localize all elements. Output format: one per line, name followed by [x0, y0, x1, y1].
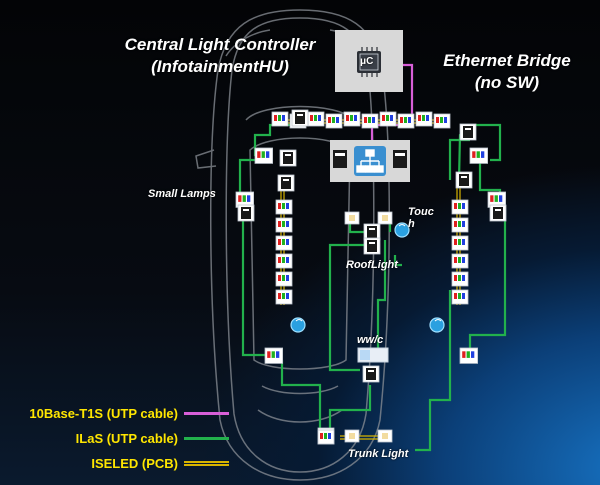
ilas-controller-node: [459, 123, 477, 141]
rgb-led-node: [325, 113, 343, 129]
controller-label: Central Light Controller (InfotainmentHU…: [105, 34, 335, 78]
white-led-node: [344, 429, 360, 443]
touch-label: Touc h: [408, 206, 434, 230]
legend-line-swatch: [184, 461, 229, 466]
ilas-controller-node: [291, 109, 309, 127]
ilas-controller-node: [277, 174, 295, 192]
rgb-led-node: [397, 113, 415, 129]
white-led-node: [344, 211, 360, 225]
ilas-controller-node: [237, 204, 255, 222]
rgb-led-node: [451, 235, 469, 251]
bridge-label-line1: Ethernet Bridge: [443, 51, 571, 70]
rgb-led-node: [275, 253, 293, 269]
ilas-controller-node: [279, 149, 297, 167]
rgb-led-node: [433, 113, 451, 129]
led-nodes: [235, 109, 507, 445]
rgb-led-node: [451, 199, 469, 215]
white-led-node: [377, 211, 393, 225]
rgb-led-node: [379, 111, 397, 127]
roof-light-label: RoofLight: [346, 259, 398, 271]
rgb-led-node: [343, 111, 361, 127]
ilas-controller-node: [363, 223, 381, 241]
rgb-led-node: [271, 111, 289, 127]
rgb-led-node: [451, 271, 469, 287]
ilas-controller-node: [489, 204, 507, 222]
controller-label-line2: (InfotainmentHU): [151, 57, 289, 76]
rgb-led-node: [451, 217, 469, 233]
rgb-led-node: [469, 147, 489, 164]
rgb-led-node: [415, 111, 433, 127]
rgb-led-node: [451, 253, 469, 269]
rgb-led-node: [275, 235, 293, 251]
legend-item-label: ILaS (UTP cable): [75, 431, 178, 446]
legend-item: 10Base-T1S (UTP cable): [18, 406, 229, 421]
rgb-led-node: [361, 113, 379, 129]
bridge-label: Ethernet Bridge (no SW): [432, 50, 582, 94]
rgb-led-node: [275, 271, 293, 287]
legend-line-swatch: [184, 437, 229, 440]
rgb-led-node: [459, 347, 479, 364]
rgb-led-node: [451, 289, 469, 305]
bridge-label-line2: (no SW): [474, 73, 540, 92]
ilas-controller-node: [363, 237, 381, 255]
rgb-led-node: [275, 289, 293, 305]
rgb-led-node: [275, 199, 293, 215]
small-lamps-label: Small Lamps: [148, 188, 216, 200]
touch-icons: [290, 222, 445, 333]
legend-item: ISELED (PCB): [18, 456, 229, 471]
ilas-controller-node: [362, 365, 380, 383]
rgb-led-node: [254, 147, 274, 164]
controller-label-line1: Central Light Controller: [124, 35, 316, 54]
rgb-led-node: [317, 429, 335, 445]
white-led-node: [377, 429, 393, 443]
ilas-controller-node: [455, 171, 473, 189]
rgb-led-node: [264, 347, 284, 364]
mcu-chip-label: μC: [360, 56, 374, 67]
rgb-led-node: [307, 111, 325, 127]
central-light-controller: [335, 30, 403, 92]
legend-line-swatch: [184, 412, 229, 415]
legend-item: ILaS (UTP cable): [18, 431, 229, 446]
ethernet-bridge: [330, 140, 410, 182]
legend-item-label: ISELED (PCB): [91, 456, 178, 471]
ww-c-lamp: [357, 347, 389, 363]
legend-item-label: 10Base-T1S (UTP cable): [29, 406, 178, 421]
rgb-led-node: [275, 217, 293, 233]
ww-c-label: ww/c: [357, 334, 384, 346]
trunk-light-label: Trunk Light: [348, 448, 409, 460]
